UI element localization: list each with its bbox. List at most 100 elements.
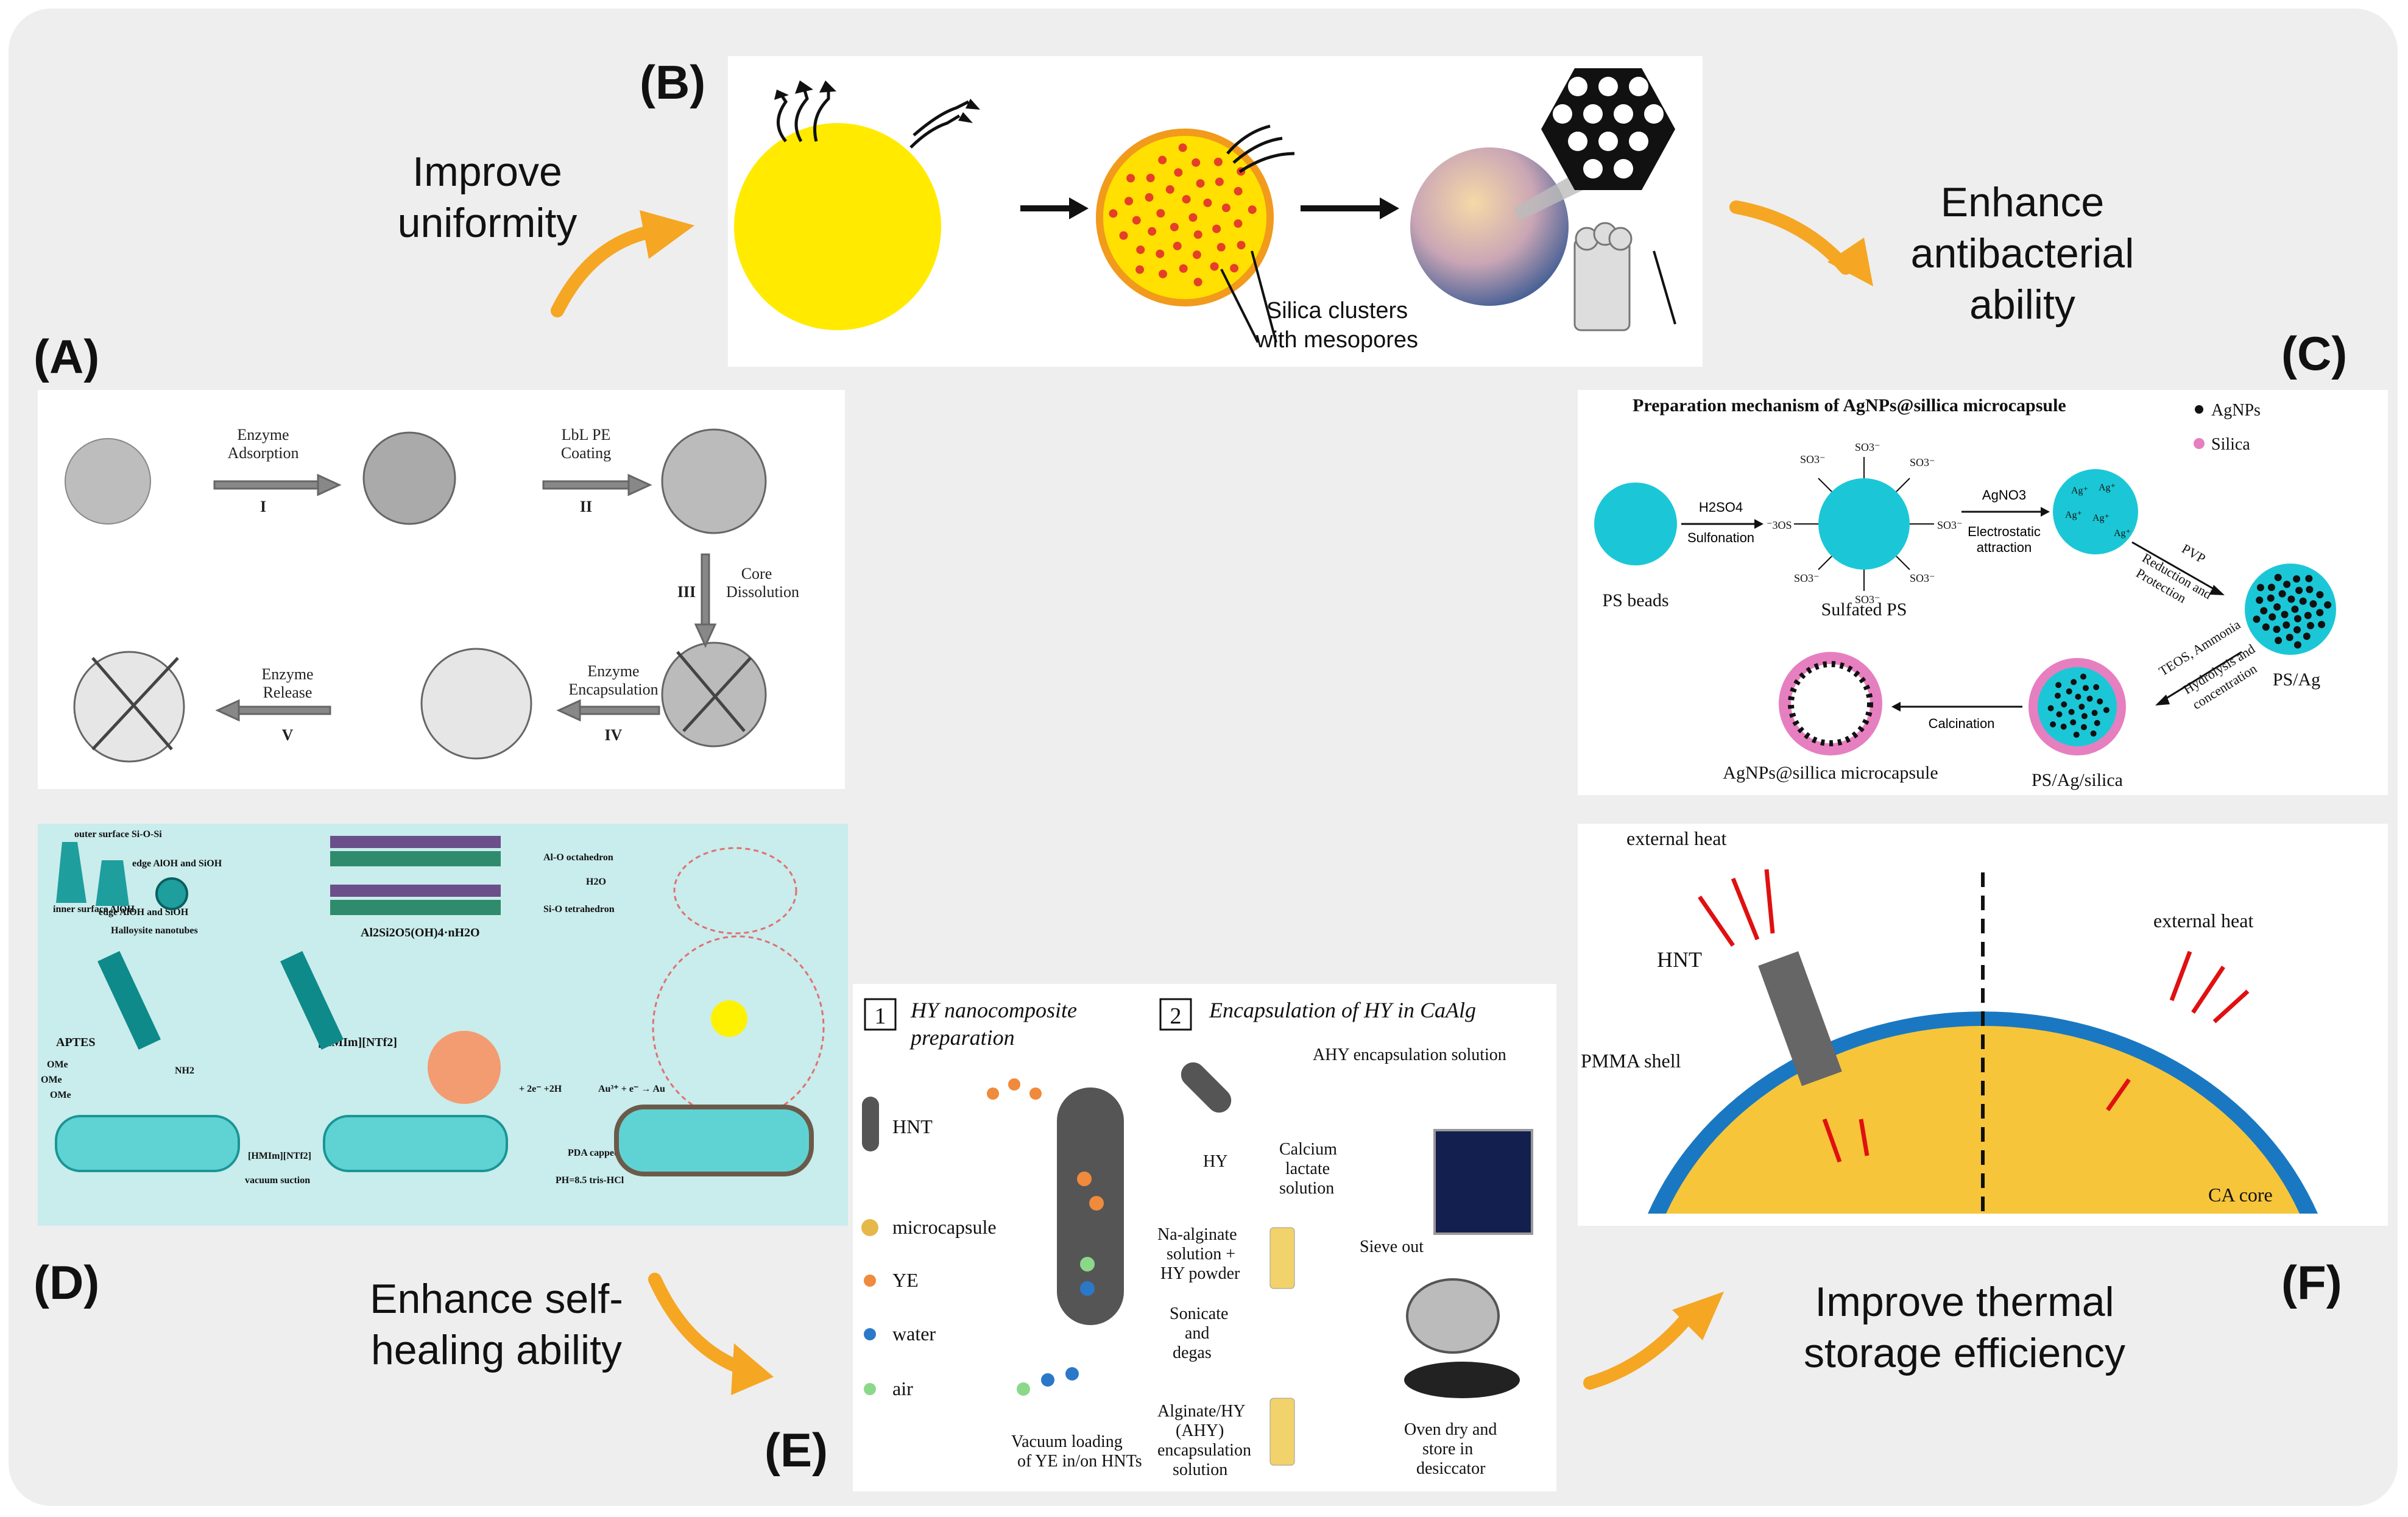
step3-num: III xyxy=(677,583,696,601)
particle-dot xyxy=(1234,219,1243,228)
particle-dot xyxy=(1237,241,1246,250)
beaker xyxy=(1433,1129,1533,1235)
sulfonation-label: Sulfonation xyxy=(1687,530,1754,545)
ps-bead xyxy=(1594,483,1677,565)
na-alginate-1: Na-alginate xyxy=(1157,1225,1237,1244)
o3s-left: ⁻3OS xyxy=(1767,519,1792,531)
panel-label-f: (F) xyxy=(2281,1256,2342,1309)
external-heat-label-2: external heat xyxy=(2153,910,2253,932)
step4-line1: Enzyme xyxy=(587,662,639,680)
particle-dot xyxy=(2068,709,2075,715)
particle-dot xyxy=(1170,222,1179,232)
step4-num: IV xyxy=(605,726,623,744)
aptes-label: APTES xyxy=(56,1036,95,1049)
particle-dot xyxy=(1182,195,1191,204)
calcium-3: solution xyxy=(1279,1179,1334,1198)
outer-surface-label: outer surface Si-O-Si xyxy=(74,829,162,840)
step2-number: 2 xyxy=(1170,1003,1182,1029)
panel-a-diagram: Enzyme Adsorption I LbL PE Coating II Co… xyxy=(65,426,799,763)
edge-label-1: edge AlOH and SiOH xyxy=(132,858,222,869)
particle-dot xyxy=(2291,606,2299,613)
sulfated-ps-label: Sulfated PS xyxy=(1821,599,1907,620)
caption-line: uniformity xyxy=(397,200,577,246)
ps-beads-label: PS beads xyxy=(1602,590,1668,610)
mesoporous-silica-particle xyxy=(1410,147,1569,306)
particle-dot xyxy=(2269,613,2276,621)
particle-dot xyxy=(2306,621,2314,629)
ps-ag-label: PS/Ag xyxy=(2273,670,2320,690)
particle-dot xyxy=(2309,600,2317,608)
formula-label: Al2Si2O5(OH)4·nH2O xyxy=(361,926,480,939)
particle-dot xyxy=(2293,641,2301,649)
particle-dot xyxy=(2080,724,2087,730)
particle-dot xyxy=(1215,177,1224,186)
sieve xyxy=(1406,1278,1500,1354)
caption-line: Enhance xyxy=(1940,179,2105,225)
particle-dot xyxy=(1210,262,1219,271)
redox-label: + 2e⁻ +2H xyxy=(519,1084,562,1094)
clay-layers xyxy=(330,836,501,915)
ahy-solution-label: AHY encapsulation solution xyxy=(1313,1045,1506,1064)
microcapsule-legend-icon xyxy=(861,1219,878,1236)
caption-line: antibacterial xyxy=(1910,230,2134,277)
calcination-label: Calcination xyxy=(1929,716,1995,731)
ag-ion-2: Ag⁺ xyxy=(2099,483,2116,493)
pore-channels xyxy=(1573,222,1633,331)
particle-dot xyxy=(2070,719,2077,726)
step2-line2: Coating xyxy=(561,444,611,462)
sonicate-3: degas xyxy=(1173,1343,1212,1362)
particle-dot xyxy=(2274,573,2282,581)
particle-dot xyxy=(1192,250,1201,260)
particle-dot xyxy=(1216,242,1226,252)
particle-dot xyxy=(2097,698,2103,705)
particle-dot xyxy=(1193,277,1202,286)
hnt-rod xyxy=(1758,951,1842,1086)
particle-dot xyxy=(2260,607,2268,615)
particle-dot xyxy=(1174,168,1183,177)
ag-ion-3: Ag⁺ xyxy=(2065,510,2082,520)
particle-dot xyxy=(1193,230,1202,239)
panel-f-diagram: external heat external heat HNT PMMA she… xyxy=(1581,827,2318,1214)
microcapsule-ag-layer xyxy=(1788,661,1873,746)
legend-agnps-swatch xyxy=(2195,405,2203,414)
particle-dot xyxy=(2283,581,2291,589)
particle-dot xyxy=(2082,685,2089,691)
particle-dot xyxy=(2281,610,2289,618)
particle-dot xyxy=(2078,704,2085,710)
so3-right: SO3⁻ xyxy=(1937,519,1963,531)
silica-clusters-label-1: Silica clusters xyxy=(1266,298,1408,324)
particle-dot xyxy=(2316,609,2324,617)
vacuum-loading-2: of YE in/on HNTs xyxy=(1017,1452,1142,1471)
step1-line2: Adsorption xyxy=(228,444,299,462)
particle-dot xyxy=(2256,584,2264,592)
caption-improve-thermal: Improve thermal storage efficiency xyxy=(1767,1276,2163,1379)
particle-dot xyxy=(2286,634,2293,642)
pmma-label: PMMA shell xyxy=(1581,1050,1681,1072)
silica-clusters-label-2: with mesopores xyxy=(1255,327,1418,353)
caption-line: Improve xyxy=(412,149,562,195)
alginate-3: encapsulation xyxy=(1157,1441,1251,1460)
particle-dot xyxy=(1234,186,1243,196)
panel-a-arrows xyxy=(213,473,717,722)
particle-dot xyxy=(1173,241,1182,250)
particle-dot xyxy=(2273,603,2281,611)
ome-2: OMe xyxy=(41,1075,62,1085)
caption-line: Improve thermal xyxy=(1815,1279,2114,1325)
sieve-label: Sieve out xyxy=(1360,1237,1424,1256)
halloysite-label: Halloysite nanotubes xyxy=(111,925,198,936)
particle-dot xyxy=(1188,213,1198,222)
panel-b: Silica clusters with mesopores xyxy=(728,56,1703,367)
particle-dot xyxy=(2094,720,2100,726)
sulfated-ps xyxy=(1818,478,1910,570)
particle-dot xyxy=(2283,621,2290,629)
caption-enhance-antibacterial: Enhance antibacterial ability xyxy=(1870,177,2175,330)
particle-dot xyxy=(1146,174,1155,183)
microcapsule-label: AgNPs@sillica microcapsule xyxy=(1723,763,1938,783)
alginate-2: (AHY) xyxy=(1176,1421,1224,1440)
loaded-tubes xyxy=(55,1105,814,1176)
legend-agnps: AgNPs xyxy=(2211,401,2261,420)
particle-dot xyxy=(2306,585,2314,593)
arrow-to-f xyxy=(1583,1303,1700,1390)
pda-label-2: PH=8.5 tris-HCl xyxy=(556,1175,624,1186)
